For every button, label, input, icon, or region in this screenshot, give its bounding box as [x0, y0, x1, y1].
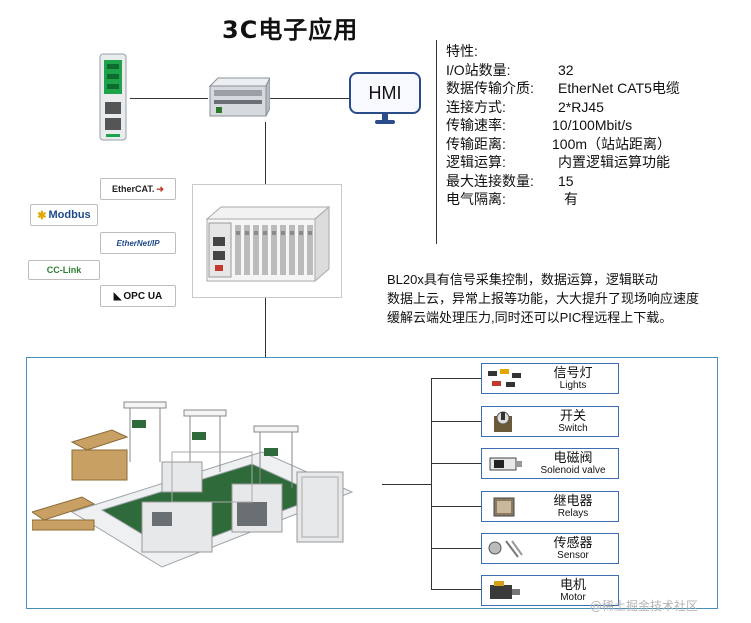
production-line-icon: [32, 401, 354, 568]
connector-gateway-plc: [130, 98, 208, 99]
branch-sensor: [431, 548, 481, 549]
branch-switch: [431, 421, 481, 422]
relay-icon: [493, 497, 515, 517]
branch-motor: [431, 589, 481, 590]
sensor-icon: [488, 540, 523, 558]
ethernet-ip-logo: EtherNet/IP: [100, 232, 176, 254]
hmi-stand-icon: [375, 114, 395, 124]
connector-plc-coupler: [265, 122, 266, 184]
component-solenoid-valve: 电磁阀 Solenoid valve: [481, 448, 619, 479]
branch-lights: [431, 378, 481, 379]
component-sensor: 传感器 Sensor: [481, 533, 619, 564]
branch-solenoid: [431, 463, 481, 464]
connector-coupler-factory: [265, 296, 266, 357]
features-divider: [436, 40, 437, 244]
component-motor: 电机 Motor: [481, 575, 619, 606]
motor-icon: [490, 581, 520, 599]
factory-frame: [26, 357, 718, 609]
component-relays: 继电器 Relays: [481, 491, 619, 522]
modbus-logo: ✱ Modbus: [30, 204, 98, 226]
switch-icon: [494, 411, 512, 432]
gateway-module-icon: [99, 53, 127, 141]
io-coupler-panel: [192, 184, 342, 298]
plc-controller-icon: [208, 77, 270, 117]
lights-icon: [488, 369, 521, 387]
component-switch: 开关 Switch: [481, 406, 619, 437]
description-text: BL20x具有信号采集控制，数据运算，逻辑联动 数据上云，异常上报等功能，大大提…: [387, 272, 700, 325]
component-bus: [431, 378, 432, 589]
ethercat-logo: EtherCAT. ➜: [100, 178, 176, 200]
solenoid-valve-icon: [489, 457, 522, 471]
watermark: @稀土掘金技术社区: [590, 599, 699, 613]
io-coupler-module-icon: [205, 205, 331, 283]
connector-plc-hmi: [270, 98, 350, 99]
hmi-display: HMI: [349, 72, 421, 126]
page-title: 3C电子应用: [222, 16, 359, 44]
bus-feed: [382, 484, 432, 485]
component-lights: 信号灯 Lights: [481, 363, 619, 394]
opc-ua-logo: ◣ OPC UA: [100, 285, 176, 307]
branch-relays: [431, 506, 481, 507]
cc-link-logo: CC-Link: [28, 260, 100, 280]
hmi-label: HMI: [349, 72, 421, 114]
